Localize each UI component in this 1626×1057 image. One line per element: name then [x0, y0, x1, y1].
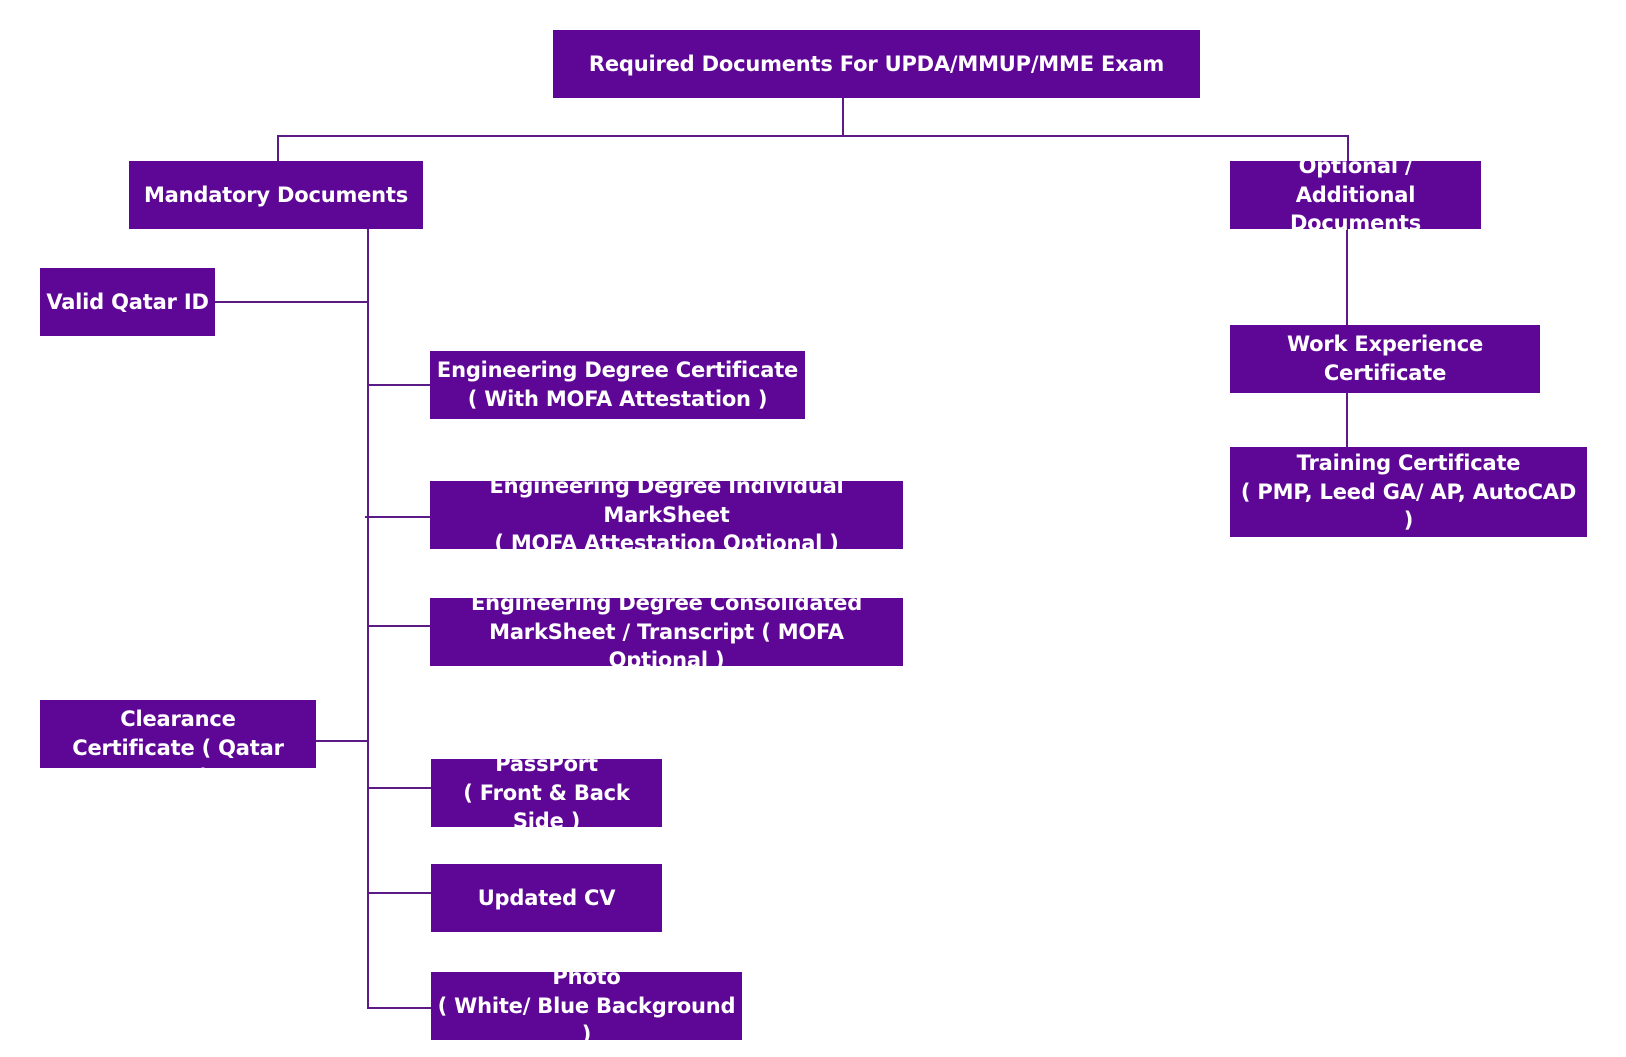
- mandatory-documents-node: Mandatory Documents: [129, 161, 423, 229]
- connector-to-optional: [1347, 135, 1349, 161]
- individual-marksheet-label: Engineering Degree Individual MarkSheet …: [489, 473, 844, 556]
- connector-to-mandatory: [277, 135, 279, 161]
- connector-photo: [367, 1007, 431, 1009]
- root-node: Required Documents For UPDA/MMUP/MME Exa…: [553, 30, 1200, 98]
- qatar-id-node: Valid Qatar ID: [40, 268, 215, 336]
- connector-cv: [367, 892, 431, 894]
- consolidated-marksheet-node: Engineering Degree Consolidated MarkShee…: [430, 591, 903, 672]
- connector-individual-marksheet: [365, 516, 430, 518]
- root-node-label: Required Documents For UPDA/MMUP/MME Exa…: [588, 51, 1165, 76]
- degree-certificate-node: Engineering Degree Certificate ( With MO…: [430, 351, 805, 419]
- optional-documents-label: Optional / Additional Documents: [1289, 153, 1422, 236]
- work-experience-node: Work Experience Certificate: [1230, 325, 1540, 393]
- training-certificate-node: Training Certificate ( PMP, Leed GA/ AP,…: [1230, 447, 1587, 537]
- connector-qatar-id: [215, 301, 368, 303]
- connector-optional-to-work: [1346, 229, 1348, 325]
- connector-degree-certificate: [367, 384, 430, 386]
- photo-label: Photo ( White/ Blue Background ): [437, 964, 736, 1047]
- qatar-id-label: Valid Qatar ID: [46, 289, 209, 314]
- passport-label: PassPort ( Front & Back Side ): [463, 751, 630, 834]
- individual-marksheet-node: Engineering Degree Individual MarkSheet …: [430, 474, 903, 555]
- photo-node: Photo ( White/ Blue Background ): [431, 965, 742, 1046]
- passport-node: PassPort ( Front & Back Side ): [431, 752, 662, 833]
- degree-certificate-label: Engineering Degree Certificate ( With MO…: [436, 358, 799, 411]
- cv-label: Updated CV: [477, 885, 616, 910]
- work-experience-label: Work Experience Certificate: [1286, 332, 1484, 385]
- connector-mandatory-spine: [367, 229, 369, 1008]
- connector-consolidated-marksheet: [367, 625, 430, 627]
- connector-root-down: [842, 98, 844, 136]
- connector-top-bar: [277, 135, 1348, 137]
- mandatory-documents-label: Mandatory Documents: [143, 182, 409, 207]
- connector-passport: [367, 787, 431, 789]
- cv-node: Updated CV: [431, 864, 662, 932]
- optional-documents-node: Optional / Additional Documents: [1230, 154, 1481, 235]
- connector-police-clearance: [316, 740, 368, 742]
- consolidated-marksheet-label: Engineering Degree Consolidated MarkShee…: [470, 590, 863, 673]
- connector-work-to-training: [1346, 393, 1348, 447]
- training-certificate-label: Training Certificate ( PMP, Leed GA/ AP,…: [1240, 450, 1577, 533]
- police-clearance-label: Qatar Police Clearance Certificate ( Qat…: [72, 678, 284, 789]
- police-clearance-node: Qatar Police Clearance Certificate ( Qat…: [40, 678, 316, 789]
